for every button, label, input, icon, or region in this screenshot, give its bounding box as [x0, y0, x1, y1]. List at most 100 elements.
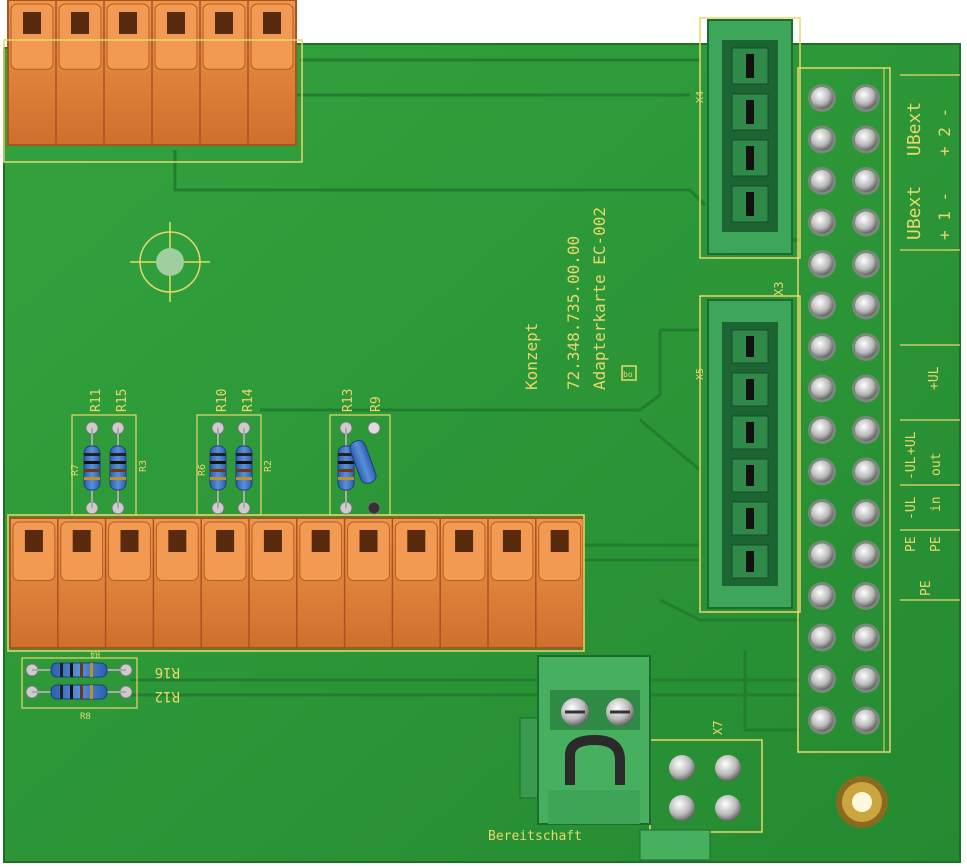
pin-head: [855, 585, 877, 607]
label-x4: X4: [695, 91, 706, 103]
header-pin: [746, 508, 754, 529]
pin-strip-right: [797, 67, 891, 753]
title-line-2: 72.348.735.00.00: [564, 236, 583, 390]
terminal-slot: [72, 530, 91, 552]
pin-head: [811, 336, 833, 358]
terminal-cell: [106, 3, 150, 70]
header-pin: [746, 54, 754, 78]
resistor-band: [210, 461, 226, 464]
terminal-slot: [24, 530, 43, 552]
terminal-cell: [250, 3, 294, 70]
pin-head: [855, 502, 877, 524]
connector-x4: [699, 17, 801, 259]
logo-mark: [621, 365, 637, 381]
label-r9: R9: [369, 396, 384, 412]
resistor-band: [60, 663, 63, 677]
resistor-body: [349, 440, 377, 484]
pin-head: [855, 170, 877, 192]
terminal-block-top: [7, 0, 297, 146]
terminal-cell: [58, 3, 102, 70]
label-in: in: [929, 496, 944, 512]
resistor-band: [84, 453, 100, 456]
pin-head: [811, 668, 833, 690]
resistor-band: [84, 461, 100, 464]
resistor-band: [70, 663, 73, 677]
resistor-pad: [367, 501, 381, 515]
label-plus-ul-out: +UL: [904, 431, 919, 455]
label-r2: R2: [263, 460, 274, 472]
label-r12: R12: [155, 688, 180, 704]
label-x3: X3: [772, 282, 786, 296]
resistor-body: [209, 445, 227, 491]
title-line-3: Adapterkarte EC-002: [590, 207, 609, 390]
resistor-band: [236, 477, 252, 480]
resistor-band: [338, 469, 354, 472]
resistor-band: [110, 461, 126, 464]
resistor-band: [236, 469, 252, 472]
header-pin-slot: [731, 329, 769, 364]
resistor-band: [110, 469, 126, 472]
pin-head: [811, 294, 833, 317]
terminal-slot: [263, 12, 281, 34]
pin-head: [855, 253, 877, 275]
label-r13: R13: [341, 389, 356, 412]
resistor-band: [110, 477, 126, 480]
label-r3: R3: [138, 460, 149, 472]
label-r4: R4: [90, 650, 100, 659]
resistor-band: [60, 685, 63, 699]
mounting-hole: [836, 776, 888, 828]
pin-head: [855, 294, 877, 317]
terminal-slot: [167, 12, 185, 34]
resistor-band: [210, 477, 226, 480]
terminal-slot: [23, 12, 41, 34]
label-ubext-1-polarity: + 1 -: [935, 192, 954, 240]
resistor-band: [338, 461, 354, 464]
header-pin: [746, 422, 754, 443]
label-r11: R11: [89, 389, 104, 412]
terminal-slot: [311, 530, 330, 552]
header-pin: [746, 336, 754, 357]
terminal-slot: [502, 530, 521, 552]
connector-x5: [699, 295, 801, 613]
terminal-cell: [154, 3, 198, 70]
pin-head: [855, 460, 877, 483]
resistor-body: [50, 662, 108, 678]
label-pe-c: PE: [919, 580, 934, 596]
label-ubext-2-polarity: + 2 -: [935, 108, 954, 156]
resistor-body: [50, 684, 108, 700]
pin-head: [811, 709, 833, 732]
pin-head: [811, 502, 833, 524]
label-r15: R15: [115, 389, 130, 412]
pin-head: [855, 543, 877, 566]
traces: [130, 58, 800, 732]
header-pin: [746, 100, 754, 124]
terminal-slot: [550, 530, 569, 552]
pin-head: [811, 626, 833, 649]
pin-head: [811, 128, 833, 151]
resistor-body: [235, 445, 253, 491]
resistor-band: [70, 685, 73, 699]
pin-head: [811, 170, 833, 192]
label-r14: R14: [241, 388, 256, 412]
resistor-band: [236, 461, 252, 464]
terminal-slot: [71, 12, 89, 34]
resistor-band: [338, 453, 354, 456]
header-pin: [746, 551, 754, 572]
label-r8: R8: [80, 712, 91, 722]
pin-head: [811, 211, 833, 234]
terminal-cell: [10, 3, 54, 70]
resistor-band: [84, 477, 100, 480]
title-line-1: Konzept: [522, 323, 541, 390]
board-title: Konzept 72.348.735.00.00 Adapterkarte EC…: [522, 207, 609, 390]
pin-head: [811, 585, 833, 607]
terminal-slot: [407, 530, 426, 552]
pin-head: [811, 419, 833, 441]
pin-head: [811, 87, 833, 109]
resistor-band: [90, 685, 93, 699]
pin-head: [855, 419, 877, 441]
label-x5: X5: [695, 368, 706, 380]
terminal-block-bottom: [9, 517, 585, 649]
label-pe-a: PE: [904, 536, 919, 552]
logo-mark-text: bo: [623, 370, 633, 379]
